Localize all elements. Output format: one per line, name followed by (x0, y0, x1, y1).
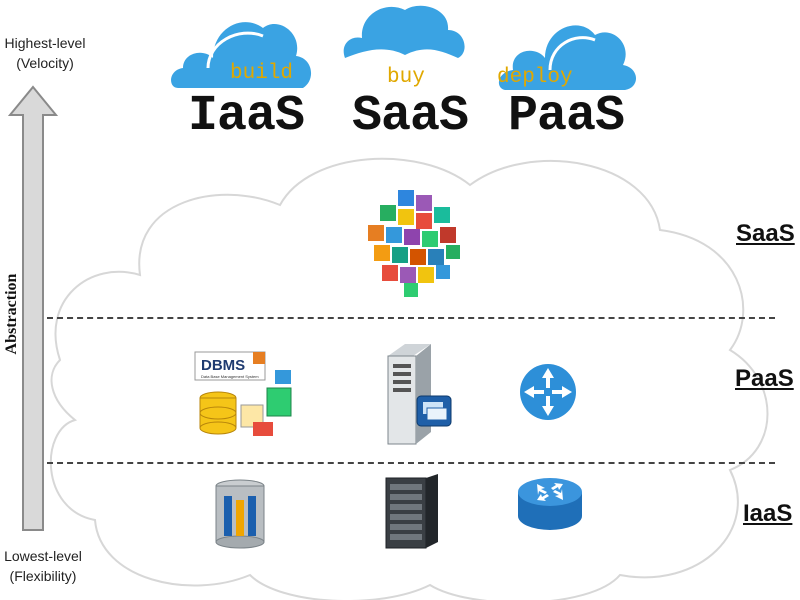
build-label: build (230, 62, 294, 85)
layer-label-saas: SaaS (736, 220, 795, 247)
highest-level-label: Highest-level (Velocity) (0, 33, 90, 73)
buy-label: buy (387, 66, 425, 89)
server-icon (387, 344, 452, 445)
abstraction-arrow (8, 85, 58, 531)
storage-icon (215, 479, 265, 549)
dbms-title: DBMS (201, 357, 245, 374)
dbms-icon: DBMS Data Base Management System (194, 351, 292, 436)
divider-paas-iaas (47, 462, 775, 464)
dbms-subtitle: Data Base Management System (201, 374, 259, 379)
flexibility-text: (Flexibility) (9, 568, 77, 584)
server-rack-icon (385, 474, 438, 549)
velocity-text: (Velocity) (16, 55, 74, 71)
paas-title: PaaS (508, 88, 625, 145)
abstraction-label: Abstraction (3, 273, 20, 355)
cloud-icon-left (171, 22, 312, 88)
lowest-level-label: Lowest-level (Flexibility) (0, 546, 88, 586)
layer-label-paas: PaaS (735, 365, 794, 392)
highest-level-text: Highest-level (4, 35, 86, 51)
cloud-icon-right (498, 25, 637, 91)
network-router-icon (520, 364, 576, 420)
app-cubes-icon (368, 190, 460, 297)
cloud-icon-middle (343, 5, 465, 58)
lowest-level-text: Lowest-level (4, 548, 82, 564)
deploy-label: deploy (497, 66, 573, 89)
saas-title: SaaS (352, 88, 469, 145)
router-icon (518, 478, 582, 530)
layer-label-iaas: IaaS (743, 500, 793, 527)
divider-saas-paas (47, 317, 775, 319)
iaas-title: IaaS (188, 88, 305, 145)
